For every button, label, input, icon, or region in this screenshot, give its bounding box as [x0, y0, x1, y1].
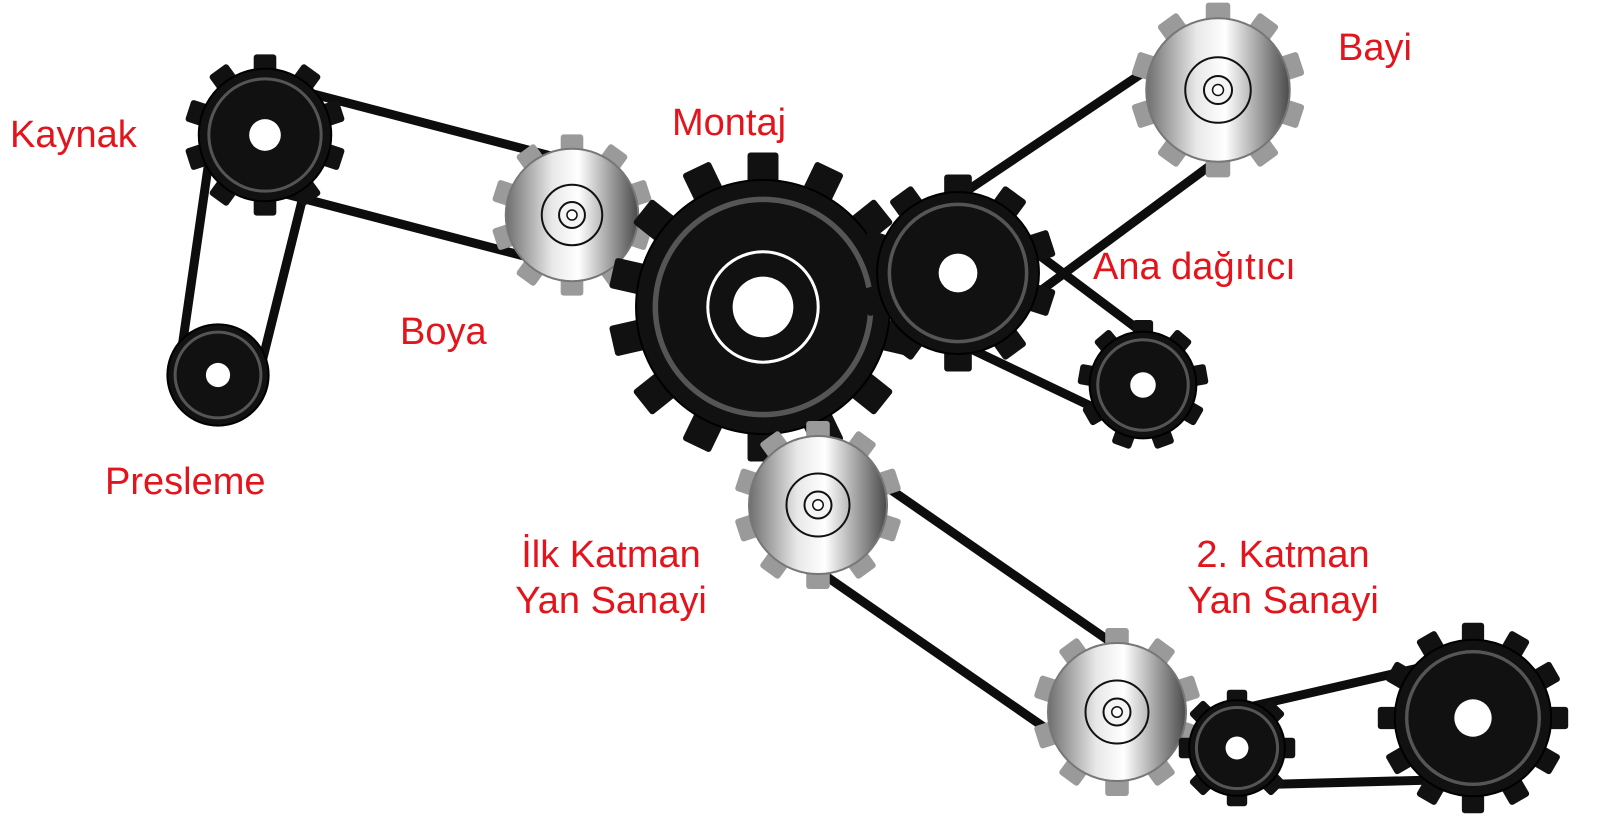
gear-ring	[887, 202, 1029, 344]
gear-ring	[1084, 679, 1150, 745]
label-ilk-katman-line1: İlk Katman	[521, 534, 701, 576]
belt-strand	[782, 544, 1091, 761]
gear-tooth	[1189, 700, 1213, 724]
gear-ikinci-katman-icon	[1034, 628, 1200, 796]
gear-tooth	[1261, 772, 1285, 796]
belt-ilk-katman-ikinci-katman	[782, 456, 1153, 761]
gear-ring	[540, 183, 604, 247]
gear-hole	[1111, 706, 1123, 718]
label-ilk-katman: İlk Katman Yan Sanayi	[498, 532, 724, 624]
gear-ring	[1184, 56, 1252, 124]
gear-hole	[732, 276, 794, 338]
gear-bayi-icon	[1131, 2, 1305, 178]
gear-tooth	[1261, 700, 1285, 724]
gear-ana-dagitici-icon	[860, 174, 1056, 372]
gear-ilk-katman-icon	[735, 421, 901, 589]
gear-hole	[1211, 83, 1225, 97]
label-ikinci-katman-line2: Yan Sanayi	[1187, 580, 1379, 622]
label-ikinci-katman: 2. Katman Yan Sanayi	[1170, 532, 1396, 624]
belt-strand	[844, 456, 1153, 673]
gear-tooth	[1189, 772, 1213, 796]
gear-small-bottom-icon	[1178, 689, 1296, 807]
label-bayi: Bayi	[1338, 27, 1412, 69]
gear-kaynak-icon	[185, 54, 345, 216]
gear-ring	[207, 77, 323, 193]
label-ilk-katman-line2: Yan Sanayi	[515, 580, 707, 622]
gear-presleme-icon	[166, 323, 270, 427]
gear-hole	[812, 499, 824, 511]
gear-hole	[1225, 736, 1249, 760]
gear-hole	[205, 362, 231, 388]
gears-layer	[166, 2, 1569, 814]
label-presleme: Presleme	[105, 461, 266, 503]
label-montaj: Montaj	[672, 102, 787, 144]
gear-ring	[1404, 650, 1541, 787]
gear-ring	[173, 330, 263, 420]
gear-ring	[1194, 705, 1280, 791]
label-boya: Boya	[400, 311, 487, 353]
label-ana-dagitici: Ana dağıtıcı	[1093, 246, 1296, 288]
gear-inner-ring	[706, 250, 820, 364]
gear-large-bottom-icon	[1377, 622, 1569, 814]
gear-ring	[1096, 338, 1190, 432]
gear-small-right-icon	[1077, 320, 1209, 449]
gear-ring	[785, 472, 851, 538]
gear-montaj-icon	[609, 152, 917, 462]
gear-hole	[1454, 699, 1492, 737]
label-ikinci-katman-line1: 2. Katman	[1196, 534, 1370, 576]
gear-hole	[1130, 372, 1156, 398]
gear-hole	[249, 119, 281, 151]
label-kaynak: Kaynak	[10, 114, 137, 156]
gear-hole	[566, 209, 578, 221]
gear-hole	[938, 253, 978, 293]
